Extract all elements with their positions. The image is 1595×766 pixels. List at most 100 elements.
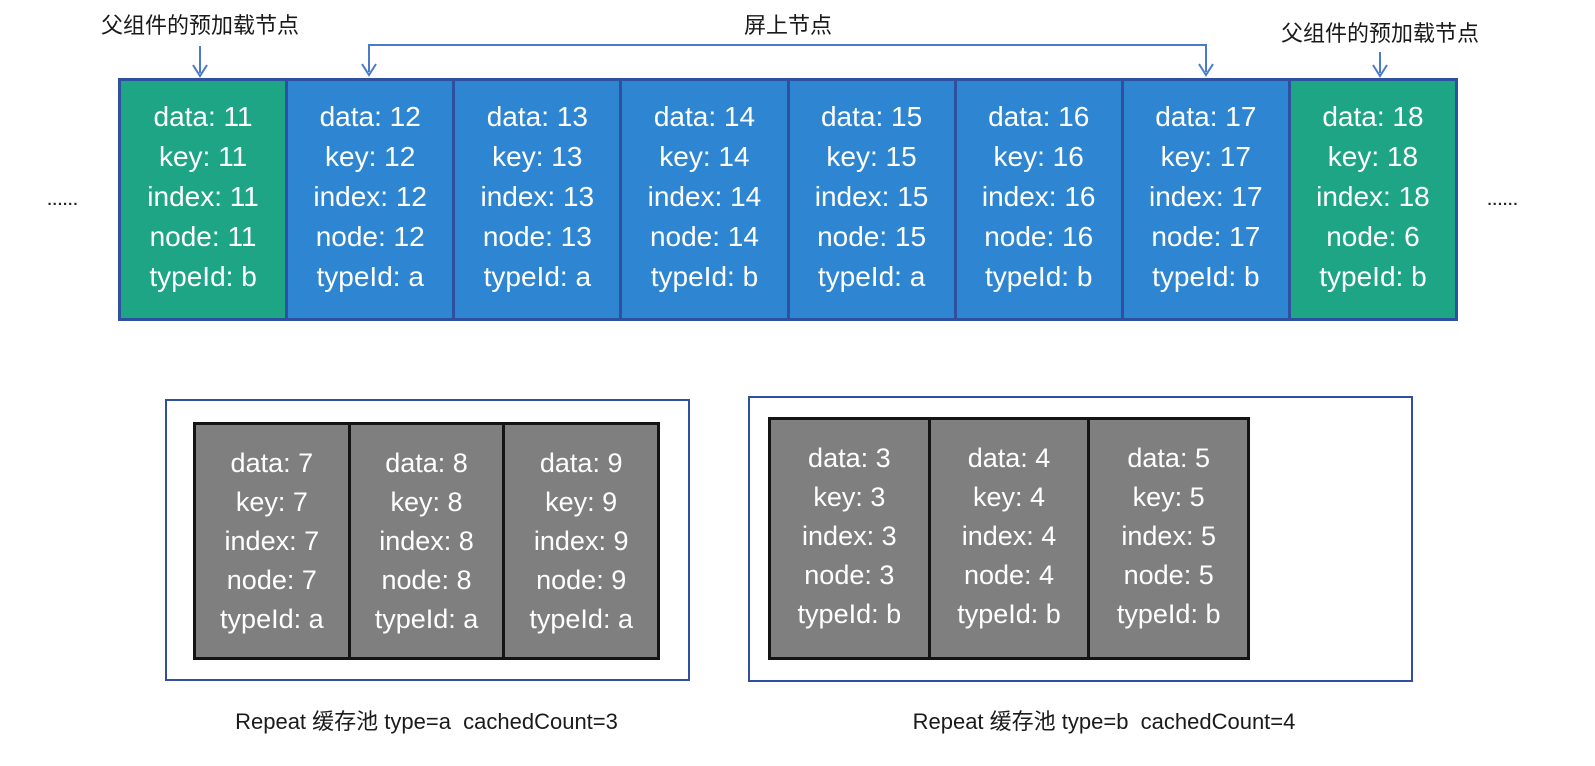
card-line: data: 16 — [988, 101, 1090, 132]
card-line: typeId: b — [797, 599, 902, 629]
preload-right-label: 父组件的预加载节点 — [1280, 21, 1479, 46]
card-line: key: 15 — [826, 141, 917, 172]
card-line: index: 17 — [1148, 181, 1263, 212]
preload-left-label: 父组件的预加载节点 — [100, 13, 299, 38]
card-line: data: 4 — [967, 443, 1051, 473]
card-line: typeId: b — [1319, 261, 1427, 292]
card-line: node: 12 — [315, 221, 425, 252]
card-line: typeId: a — [529, 604, 633, 634]
card-line: typeId: a — [220, 604, 324, 634]
card-line: typeId: a — [817, 261, 926, 292]
pool-a-caption: Repeat 缓存池 type=a cachedCount=3 — [235, 709, 618, 734]
top-card-14: data: 14 key: 14 index: 14 node: 14 type… — [619, 78, 790, 321]
card-line: typeId: b — [650, 261, 759, 292]
card-line: node: 15 — [817, 221, 927, 252]
card-line: node: 17 — [1151, 221, 1261, 252]
card-line: typeId: b — [149, 261, 257, 292]
top-card-17: data: 17 key: 17 index: 17 node: 17 type… — [1120, 78, 1291, 321]
top-card-13: data: 13 key: 13 index: 13 node: 13 type… — [452, 78, 623, 321]
cache-pool-b: data: 3 key: 3 index: 3 node: 3 typeId: … — [748, 396, 1413, 682]
ellipsis-right: ...... — [1487, 192, 1519, 209]
pool-b-card-4: data: 4 key: 4 index: 4 node: 4 typeId: … — [927, 417, 1091, 660]
card-line: index: 14 — [647, 181, 762, 212]
card-line: node: 4 — [963, 560, 1055, 590]
onscreen-bracket — [361, 44, 1214, 77]
cache-pool-b-cards: data: 3 key: 3 index: 3 node: 3 typeId: … — [768, 417, 1251, 660]
card-line: index: 13 — [480, 181, 595, 212]
card-line: node: 5 — [1123, 560, 1214, 590]
pool-b-card-3: data: 3 key: 3 index: 3 node: 3 typeId: … — [768, 417, 931, 660]
top-card-11: data: 11 key: 11 index: 11 node: 11 type… — [118, 78, 289, 321]
card-line: key: 5 — [1132, 482, 1205, 512]
card-line: index: 3 — [802, 521, 897, 551]
pool-b-card-5: data: 5 key: 5 index: 5 node: 5 typeId: … — [1087, 417, 1251, 660]
card-line: index: 5 — [1121, 521, 1216, 551]
card-line: data: 17 — [1155, 101, 1257, 132]
card-line: key: 3 — [813, 482, 886, 512]
top-card-18: data: 18 key: 18 index: 18 node: 6 typeI… — [1287, 78, 1458, 321]
card-line: data: 15 — [820, 101, 923, 132]
card-line: key: 14 — [659, 141, 750, 172]
card-line: node: 16 — [984, 221, 1094, 252]
card-line: node: 11 — [149, 221, 257, 252]
card-line: node: 8 — [381, 565, 472, 595]
card-line: index: 8 — [379, 526, 474, 556]
card-line: typeId: b — [957, 599, 1061, 629]
pool-b-caption: Repeat 缓存池 type=b cachedCount=4 — [912, 709, 1296, 734]
card-line: key: 16 — [993, 141, 1084, 172]
card-line: key: 8 — [390, 487, 463, 517]
annotation-arrows — [192, 44, 1388, 78]
card-line: data: 9 — [539, 448, 623, 478]
card-line: key: 12 — [325, 141, 416, 172]
card-line: typeId: a — [316, 261, 424, 292]
card-line: data: 11 — [153, 101, 253, 132]
card-line: typeId: a — [374, 604, 479, 634]
cache-pool-a-cards: data: 7 key: 7 index: 7 node: 7 typeId: … — [193, 422, 661, 660]
pool-a-card-8: data: 8 key: 8 index: 8 node: 8 typeId: … — [347, 422, 506, 660]
top-card-12: data: 12 key: 12 index: 12 node: 12 type… — [285, 78, 456, 321]
card-line: index: 16 — [981, 181, 1096, 212]
card-line: index: 15 — [814, 181, 929, 212]
card-line: key: 9 — [545, 487, 618, 517]
card-line: typeId: b — [1116, 599, 1221, 629]
top-card-16: data: 16 key: 16 index: 16 node: 16 type… — [953, 78, 1124, 321]
card-line: typeId: a — [483, 261, 592, 292]
card-line: data: 14 — [653, 101, 756, 132]
card-line: node: 13 — [482, 221, 592, 252]
card-line: index: 11 — [147, 181, 259, 212]
card-line: key: 4 — [972, 482, 1046, 512]
card-line: key: 11 — [158, 141, 248, 172]
card-line: node: 14 — [649, 221, 759, 252]
card-line: index: 12 — [313, 181, 427, 212]
cache-pool-a: data: 7 key: 7 index: 7 node: 7 typeId: … — [165, 399, 690, 681]
ellipsis-left: ...... — [47, 192, 79, 209]
card-line: data: 12 — [319, 101, 421, 132]
card-line: node: 9 — [536, 565, 627, 595]
card-line: node: 6 — [1326, 221, 1420, 252]
card-line: key: 7 — [235, 487, 308, 517]
card-line: index: 18 — [1316, 181, 1430, 212]
card-line: key: 13 — [492, 141, 583, 172]
pool-a-card-7: data: 7 key: 7 index: 7 node: 7 typeId: … — [193, 422, 351, 660]
card-line: index: 7 — [224, 526, 320, 556]
top-card-15: data: 15 key: 15 index: 15 node: 15 type… — [786, 78, 957, 321]
card-line: key: 18 — [1327, 141, 1419, 172]
card-line: typeId: b — [1152, 261, 1260, 292]
down-arrow-icon — [192, 46, 208, 78]
card-line: data: 7 — [230, 448, 314, 478]
pool-a-card-9: data: 9 key: 9 index: 9 node: 9 typeId: … — [502, 422, 661, 660]
card-line: index: 4 — [961, 521, 1057, 551]
card-line: data: 13 — [486, 101, 588, 132]
down-arrow-icon — [1372, 52, 1388, 78]
card-line: node: 7 — [226, 565, 317, 595]
card-line: data: 8 — [385, 448, 468, 478]
card-line: data: 3 — [808, 443, 891, 473]
onscreen-label: 屏上节点 — [743, 13, 832, 38]
card-line: index: 9 — [533, 526, 629, 556]
card-line: data: 5 — [1127, 443, 1210, 473]
card-line: data: 18 — [1322, 101, 1424, 132]
card-line: typeId: b — [984, 261, 1093, 292]
card-line: node: 3 — [804, 560, 895, 590]
node-list-row: data: 11 key: 11 index: 11 node: 11 type… — [118, 78, 1458, 321]
